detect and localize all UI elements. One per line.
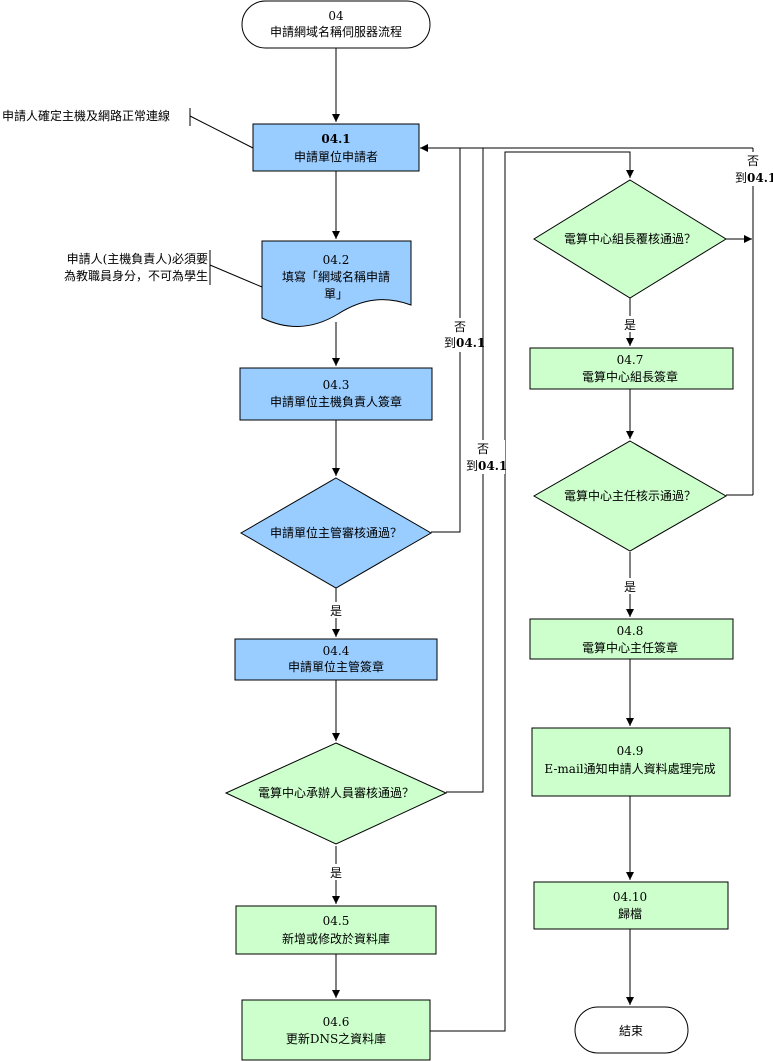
yes-label-2-bg [328, 864, 344, 880]
step-04-5-code: 04.5 [323, 914, 350, 928]
step-04-3-code: 04.3 [323, 378, 350, 392]
step-04-7: 04.7 電算中心組長簽章 [529, 347, 734, 390]
decision-3-label: 電算中心組長覆核通過？ [564, 231, 696, 246]
note-1: 申請人確定主機及網路正常連線 [2, 108, 191, 126]
start-label: 申請網域名稱伺服器流程 [270, 24, 402, 39]
note-2-line-2: 為教職員身分，不可為學生 [64, 268, 208, 283]
step-04-9-label: E-mail通知申請人資料處理完成 [544, 761, 715, 776]
note-2: 申請人(主機負責人)必須要 為教職員身分，不可為學生 [64, 250, 211, 285]
no-label-2-to: 到 [466, 459, 478, 473]
no-label-3-to: 到 [735, 171, 747, 185]
arrow-04-6-to-decision-3 [430, 151, 634, 1032]
step-04-3-label: 申請單位主機負責人簽章 [270, 394, 402, 409]
step-04-5-label: 新增或修改於資料庫 [282, 931, 390, 946]
end-label: 結束 [619, 1024, 643, 1038]
step-04-9-code: 04.9 [617, 744, 644, 758]
end-terminator: 結束 [574, 1006, 689, 1054]
no-label-2-bg [461, 440, 505, 474]
decision-3: 電算中心組長覆核通過？ [533, 179, 727, 299]
start-terminator: 04 申請網域名稱伺服器流程 [241, 0, 431, 49]
step-04-2-code: 04.2 [323, 253, 350, 267]
no-label-3: 否 [747, 154, 759, 168]
decision-1-label: 申請單位主管審核通過？ [270, 525, 402, 540]
decision-2: 電算中心承辦人員審核通過？ [224, 742, 448, 845]
decision-4: 電算中心主任核示通過？ [532, 440, 728, 552]
start-code: 04 [328, 9, 344, 23]
step-04-10: 04.10 歸檔 [533, 881, 729, 930]
note-1-connector [189, 115, 254, 149]
decision-1: 申請單位主管審核通過？ [240, 477, 432, 589]
no-label-1-target: 04.1 [456, 336, 485, 350]
step-04-1-code: 04.1 [321, 132, 350, 146]
step-04-8-label: 電算中心主任簽章 [582, 640, 678, 655]
step-04-2-label-line-1: 填寫「網域名稱申請 [282, 269, 390, 284]
step-04-6-code: 04.6 [323, 1015, 350, 1029]
step-04-8-code: 04.8 [617, 624, 644, 638]
no-label-3-target: 04.1 [747, 171, 773, 185]
line-decision-1-no [431, 148, 461, 533]
note-2-line-1: 申請人(主機負責人)必須要 [67, 251, 208, 266]
no-label-2: 否 [477, 442, 489, 456]
yes-label-4: 是 [624, 580, 636, 594]
no-label-1-to: 到 [444, 336, 456, 350]
no-label-3-bg [733, 152, 773, 186]
yes-label-3-bg [622, 316, 638, 332]
no-label-1-bg [438, 318, 482, 352]
step-04-9: 04.9 E-mail通知申請人資料處理完成 [531, 727, 731, 797]
yes-label-1-bg [328, 602, 344, 618]
step-04-2-document: 04.2 填寫「網域名稱申請 單」 [261, 240, 412, 327]
note-2-connector [209, 264, 263, 288]
yes-label-4-bg [622, 578, 638, 594]
step-04-7-code: 04.7 [617, 353, 644, 367]
no-label-1: 否 [454, 320, 466, 334]
step-04-4-code: 04.4 [323, 644, 350, 658]
step-04-6-label: 更新DNS之資料庫 [286, 1031, 386, 1046]
step-04-1-label: 申請單位申請者 [294, 149, 378, 164]
decision-2-label: 電算中心承辦人員審核通過？ [258, 785, 414, 800]
note-1-text: 申請人確定主機及網路正常連線 [2, 108, 170, 123]
yes-label-1: 是 [330, 604, 342, 618]
step-04-2-label-line-2: 單」 [324, 287, 348, 301]
step-04-4-label: 申請單位主管簽章 [288, 659, 384, 674]
step-04-4: 04.4 申請單位主管簽章 [234, 638, 438, 681]
step-04-3: 04.3 申請單位主機負責人簽章 [239, 367, 433, 421]
step-04-10-code: 04.10 [613, 890, 647, 904]
line-decision-2-no [446, 148, 484, 793]
decision-4-label: 電算中心主任核示通過？ [564, 488, 696, 503]
step-04-6: 04.6 更新DNS之資料庫 [241, 999, 431, 1061]
connectors [189, 48, 754, 1032]
step-04-7-label: 電算中心組長簽章 [582, 369, 678, 384]
yes-label-3: 是 [624, 318, 636, 332]
step-04-10-label: 歸檔 [618, 907, 642, 921]
step-04-8: 04.8 電算中心主任簽章 [529, 618, 734, 660]
step-04-5: 04.5 新增或修改於資料庫 [235, 905, 437, 955]
step-04-1: 04.1 申請單位申請者 [252, 123, 420, 172]
no-label-2-target: 04.1 [478, 459, 507, 473]
yes-label-2: 是 [330, 866, 342, 880]
